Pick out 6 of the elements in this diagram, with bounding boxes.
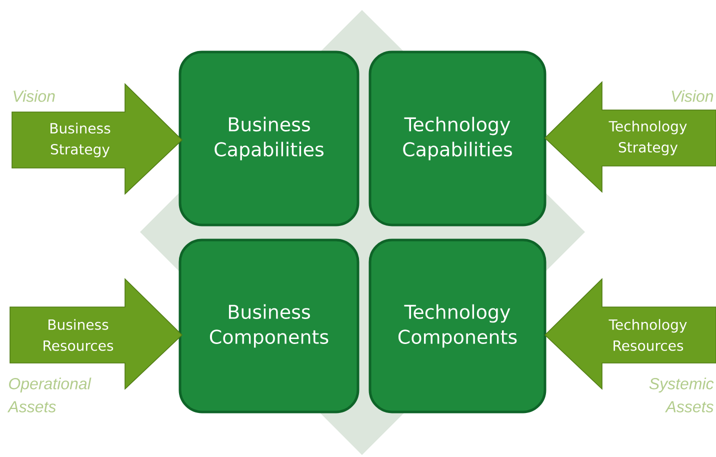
capability-box: Business Capabilities: [178, 50, 360, 226]
capability-box: Technology Capabilities: [368, 50, 546, 226]
capability-box: Business Components: [178, 238, 360, 414]
capability-box: Technology Components: [368, 238, 546, 414]
side-label: Vision: [672, 90, 714, 102]
side-label: Vision: [14, 90, 55, 102]
